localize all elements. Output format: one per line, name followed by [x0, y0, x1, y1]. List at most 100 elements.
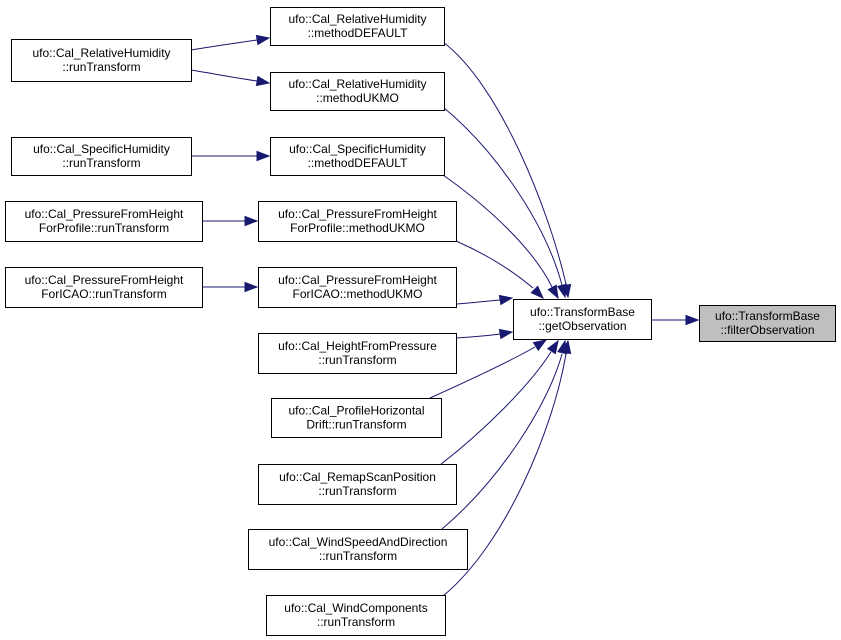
node-label-line: ::runTransform	[62, 60, 140, 74]
edge-line	[442, 106, 563, 286]
edge-arrowhead	[244, 215, 259, 227]
edge-rsp_run_transform-to-get_observation	[439, 339, 559, 466]
node-box	[270, 7, 445, 46]
edge-line	[441, 353, 563, 530]
edge-wsd_run_transform-to-get_observation	[441, 339, 568, 530]
edge-line	[442, 353, 567, 597]
node-label-line: ::methodDEFAULT	[308, 156, 408, 170]
edge-line	[439, 351, 552, 466]
node-label-line: ::runTransform	[62, 156, 140, 170]
node-label-line: ufo::Cal_PressureFromHeight	[25, 207, 184, 221]
node-rh-run-transform[interactable]: ufo::Cal_RelativeHumidity::runTransform	[11, 39, 192, 82]
node-box	[270, 72, 445, 111]
node-label-line: ufo::TransformBase	[715, 309, 820, 323]
edge-arrowhead	[532, 339, 548, 352]
node-box	[5, 201, 203, 242]
node-label-line: ForICAO::runTransform	[41, 287, 167, 301]
node-box	[266, 595, 446, 636]
node-label-line: ForProfile::methodUKMO	[290, 221, 425, 235]
node-box	[271, 398, 442, 438]
edge-line	[442, 41, 567, 285]
node-box	[258, 201, 457, 242]
node-label-line: ufo::Cal_PressureFromHeight	[278, 273, 437, 287]
nodes: ufo::TransformBase::filterObservationufo…	[5, 7, 836, 636]
node-sh-run-transform[interactable]: ufo::Cal_SpecificHumidity::runTransform	[11, 137, 192, 176]
edges	[190, 34, 700, 597]
edge-pfh_icao_run_transform-to-pfh_icao_method_ukmo	[202, 281, 259, 293]
node-label-line: ufo::Cal_WindSpeedAndDirection	[269, 535, 448, 549]
edge-arrowhead	[530, 285, 545, 300]
node-label-line: ForProfile::runTransform	[39, 221, 169, 235]
edge-phd_run_transform-to-get_observation	[429, 339, 548, 399]
node-wc-run-transform[interactable]: ufo::Cal_WindComponents::runTransform	[266, 595, 446, 636]
node-label-line: ufo::Cal_ProfileHorizontal	[288, 404, 424, 418]
node-label-line: Drift::runTransform	[306, 418, 406, 432]
node-pfh-profile-run-transform[interactable]: ufo::Cal_PressureFromHeightForProfile::r…	[5, 201, 203, 242]
node-rsp-run-transform[interactable]: ufo::Cal_RemapScanPosition::runTransform	[258, 464, 457, 505]
edge-arrowhead	[498, 328, 514, 340]
edge-rh_method_default-to-get_observation	[442, 41, 572, 299]
edge-arrowhead	[685, 314, 700, 326]
edge-arrowhead	[560, 339, 572, 355]
node-pfh-profile-method-ukmo[interactable]: ufo::Cal_PressureFromHeightForProfile::m…	[258, 201, 457, 242]
node-rh-method-default[interactable]: ufo::Cal_RelativeHumidity::methodDEFAULT	[270, 7, 445, 46]
edge-rh_run_transform-to-rh_method_default	[190, 34, 271, 51]
node-wsd-run-transform[interactable]: ufo::Cal_WindSpeedAndDirection::runTrans…	[248, 529, 468, 570]
node-box	[258, 464, 457, 505]
node-box	[258, 267, 457, 308]
edge-pfh_profile_run_transform-to-pfh_profile_method_ukmo	[202, 215, 259, 227]
node-label-line: ufo::Cal_WindComponents	[284, 601, 427, 615]
node-label-line: ufo::Cal_RelativeHumidity	[32, 46, 170, 60]
node-label-line: ::filterObservation	[720, 323, 814, 337]
node-box	[11, 39, 192, 82]
edge-line	[429, 346, 536, 399]
edge-rh_method_ukmo-to-get_observation	[442, 106, 568, 299]
node-pfh-icao-run-transform[interactable]: ufo::Cal_PressureFromHeightForICAO::runT…	[5, 267, 203, 308]
node-box	[248, 529, 468, 570]
node-label-line: ForICAO::methodUKMO	[292, 287, 422, 301]
node-box	[5, 267, 203, 308]
node-label-line: ufo::Cal_RelativeHumidity	[288, 12, 426, 26]
edge-arrowhead	[546, 339, 559, 355]
edge-arrowhead	[244, 281, 259, 293]
edge-pfh_profile_method_ukmo-to-get_observation	[455, 240, 545, 300]
node-rh-method-ukmo[interactable]: ufo::Cal_RelativeHumidity::methodUKMO	[270, 72, 445, 111]
edge-pfh_icao_method_ukmo-to-get_observation	[455, 294, 514, 306]
edge-rh_run_transform-to-rh_method_ukmo	[190, 69, 271, 87]
edge-line	[442, 174, 553, 288]
edge-sh_method_default-to-get_observation	[442, 174, 559, 300]
node-get-observation[interactable]: ufo::TransformBase::getObservation	[513, 299, 652, 340]
node-box	[270, 137, 445, 176]
node-label-line: ufo::Cal_RemapScanPosition	[279, 470, 436, 484]
edge-line	[455, 299, 501, 305]
edge-line	[190, 39, 258, 51]
node-label-line: ::runTransform	[319, 549, 397, 563]
edge-line	[455, 333, 501, 339]
node-label-line: ufo::Cal_HeightFromPressure	[278, 339, 437, 353]
node-label-line: ::runTransform	[318, 484, 396, 498]
node-pfh-icao-method-ukmo[interactable]: ufo::Cal_PressureFromHeightForICAO::meth…	[258, 267, 457, 308]
node-label-line: ufo::Cal_PressureFromHeight	[278, 207, 437, 221]
edge-arrowhead	[255, 75, 271, 87]
node-label-line: ::getObservation	[538, 319, 626, 333]
node-sh-method-default[interactable]: ufo::Cal_SpecificHumidity::methodDEFAULT	[270, 137, 445, 176]
node-label-line: ::runTransform	[317, 615, 395, 629]
edge-arrowhead	[256, 150, 271, 162]
node-label-line: ufo::Cal_SpecificHumidity	[33, 142, 170, 156]
edge-wc_run_transform-to-get_observation	[442, 339, 572, 597]
node-hfp-run-transform[interactable]: ufo::Cal_HeightFromPressure::runTransfor…	[258, 333, 457, 374]
node-box	[11, 137, 192, 176]
edge-hfp_run_transform-to-get_observation	[455, 328, 514, 340]
node-box	[258, 333, 457, 374]
node-label-line: ufo::Cal_PressureFromHeight	[25, 273, 184, 287]
edge-line	[190, 69, 258, 82]
node-label-line: ::methodDEFAULT	[308, 26, 408, 40]
edge-get_observation-to-filter_observation	[651, 314, 700, 326]
node-label-line: ufo::TransformBase	[530, 305, 635, 319]
edge-arrowhead	[556, 283, 568, 299]
node-filter-observation: ufo::TransformBase::filterObservation	[699, 305, 836, 342]
node-phd-run-transform[interactable]: ufo::Cal_ProfileHorizontalDrift::runTran…	[271, 398, 442, 438]
edge-arrowhead	[547, 284, 559, 300]
edge-arrowhead	[498, 294, 514, 306]
